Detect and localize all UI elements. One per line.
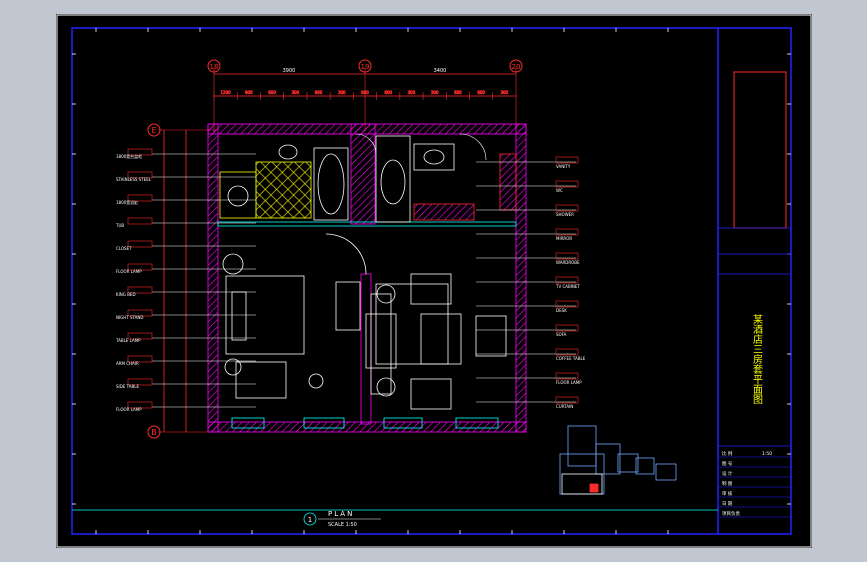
cad-viewport[interactable]: 1200 900 600 300 900 300 600 600 300 300 600 600 300…	[56, 14, 812, 548]
right-annotation-label: CURTAIN	[556, 404, 573, 409]
sub-dim-label: 600	[477, 90, 485, 95]
svg-text:PLAN: PLAN	[328, 510, 354, 518]
title-block-row: 制 图	[722, 480, 733, 487]
left-annotation-label: FLOOR LAMP	[116, 407, 142, 412]
grid-bubble-19: 19	[358, 59, 372, 73]
svg-text:B: B	[151, 428, 157, 437]
left-annotation-label: NIGHT STAND	[116, 315, 143, 320]
grid-bubble-20: 20	[509, 59, 523, 73]
left-annotation-label: 1800宽台盆柜	[116, 153, 142, 159]
title-block-name: 某酒店三房套平面图	[751, 314, 763, 405]
right-annotation-label: COFFEE TABLE	[556, 356, 586, 361]
sub-dim-label: 600	[384, 90, 392, 95]
left-annotations: 1800宽台盆柜 STAINLESS STEEL 1800宽浴缸 TUB CLOSET F…	[115, 148, 256, 412]
key-plan	[559, 425, 677, 495]
sub-dim-label: 300	[338, 90, 346, 95]
title-block-row: 图 号	[722, 461, 733, 467]
left-annotation-label: CLOSET	[116, 246, 132, 251]
left-annotation-label: STAINLESS STEEL	[116, 177, 152, 182]
right-annotation-label: MIRROR	[556, 236, 572, 241]
left-annotation-label: SIDE TABLE	[116, 384, 139, 389]
svg-text:SCALE 1:50: SCALE 1:50	[328, 522, 357, 528]
grid-bubble-e: E	[147, 123, 161, 137]
right-annotation-label: SOFA	[556, 332, 567, 337]
title-block-row: 日 期	[722, 501, 733, 507]
sub-dim-label: 900	[245, 90, 253, 95]
bathroom-floor-tile	[219, 133, 487, 223]
sheet-inner-frame	[71, 27, 792, 535]
right-annotation-label: DESK	[556, 308, 567, 313]
walls	[207, 123, 527, 433]
svg-text:1: 1	[308, 516, 312, 524]
title-block-row: 审 核	[722, 490, 733, 497]
grid-bubble-18: 18	[207, 59, 221, 73]
window-openings	[231, 417, 499, 429]
sub-dim-label: 600	[454, 90, 462, 95]
right-annotation-label: SHOWER	[556, 212, 574, 217]
left-annotation-label: ARM CHAIR	[116, 361, 139, 366]
sub-dim-label: 900	[315, 90, 323, 95]
right-annotation-label: FLOOR LAMP	[556, 380, 582, 385]
title-block-row: 设 计	[722, 470, 733, 477]
sub-dim-label: 300	[431, 90, 439, 95]
border-ticks	[72, 28, 791, 534]
right-annotation-label: WARDROBE	[556, 260, 580, 265]
left-annotation-label: TUB	[115, 223, 124, 228]
left-annotation-label: KING BED	[116, 292, 136, 297]
sub-dim-label: 600	[361, 90, 369, 95]
left-annotation-label: FLOOR LAMP	[116, 269, 142, 274]
sub-dim-label: 300	[501, 90, 509, 95]
right-annotations: VANITY WC SHOWER MIRROR WARDROBE TV CABINET DE…	[476, 156, 586, 409]
svg-text:18: 18	[210, 63, 219, 71]
sub-dim-label: 600	[268, 90, 276, 95]
grid-bubble-b: B	[147, 425, 161, 439]
svg-text:20: 20	[512, 63, 521, 71]
sub-dim-label: 300	[291, 90, 299, 95]
right-annotation-label: VANITY	[556, 164, 571, 169]
sub-dim-label: 1200	[221, 90, 232, 95]
sub-dim-label: 300	[408, 90, 416, 95]
svg-text:E: E	[151, 126, 156, 135]
scale-value: 1:50	[762, 451, 772, 457]
overall-dim-right: 3400	[434, 68, 447, 74]
left-annotation-label: TABLE LAMP	[115, 338, 141, 343]
overall-dim-left: 3900	[283, 68, 296, 74]
title-block-row: 比 例	[722, 450, 733, 457]
svg-text:19: 19	[361, 63, 370, 71]
left-annotation-label: 1800宽浴缸	[116, 199, 138, 205]
right-annotation-label: WC	[556, 188, 563, 193]
right-annotation-label: TV CABINET	[555, 284, 580, 289]
dimension-lines: 1200 900 600 300 900 300 600 600 300 300 600 600 300	[158, 68, 517, 433]
bedroom-furniture	[222, 233, 507, 410]
plan-title: 1 PLAN SCALE 1:50	[303, 510, 381, 528]
sheet-outer-frame	[56, 14, 812, 548]
title-block-row: 项目负责	[722, 510, 740, 517]
